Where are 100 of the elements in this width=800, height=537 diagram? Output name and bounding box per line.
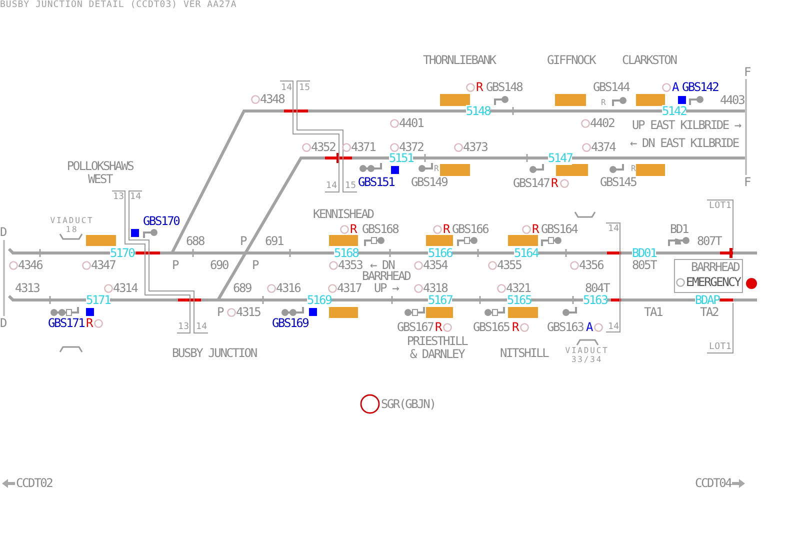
track-circuit-label: 804T <box>585 282 610 294</box>
station-name: KENNISHEAD <box>313 208 374 220</box>
status-letter: R <box>443 222 450 236</box>
signal-label: GBS148 <box>486 80 522 94</box>
track-circuit-label: 4352 <box>311 140 336 154</box>
viaduct-label: VIADUCT 18 <box>50 216 94 234</box>
boundary-letter: F <box>744 66 750 78</box>
track-circuit-label: 4401 <box>399 116 424 130</box>
track-circuit-label: 807T <box>697 234 722 248</box>
signal-label: GBS170 <box>143 214 180 228</box>
signal-label: GBS164 <box>541 222 578 236</box>
track-circuit-label: 4354 <box>423 258 448 272</box>
page-link: CCDT04 <box>695 476 746 490</box>
track-circuit-label: TA2 <box>700 306 718 318</box>
track-circuit-label: 805T <box>632 258 656 272</box>
points-label: 689 <box>233 282 252 294</box>
berth-label: 5147 <box>548 152 572 164</box>
track-circuit-label: TA1 <box>644 306 662 318</box>
track-circuit-label: 4317 <box>337 282 362 294</box>
berth-label: 5165 <box>507 294 532 306</box>
station-name: PRIESTHILL & DARNLEY <box>406 335 468 361</box>
track-circuit-label: 4402 <box>590 116 614 130</box>
track-circuit-label: 4346 <box>18 258 42 272</box>
track-circuit-label: 4316 <box>276 282 300 294</box>
status-letter: A <box>672 80 678 94</box>
points-label: P <box>217 306 224 318</box>
boundary-number: 14 <box>281 83 292 93</box>
status-letter: R <box>476 80 482 94</box>
track-circuit-label: 4371 <box>351 140 376 154</box>
points-label: P <box>252 258 258 272</box>
boundary-number: 14 <box>608 322 620 332</box>
berth-label: 5166 <box>428 246 452 260</box>
status-letter: R <box>86 316 92 330</box>
signal-label: GBS165 <box>473 320 510 334</box>
points-label: P <box>172 258 178 272</box>
berth-label: 5170 <box>110 246 134 260</box>
berth-label: 5164 <box>514 246 538 260</box>
diagram-title: BUSBY JUNCTION DETAIL (CCDT03) VER AA27A <box>0 0 237 10</box>
boundary-number: 15 <box>345 181 356 191</box>
track-circuit-label: 4353 <box>338 258 362 272</box>
berth-label: 5163 <box>583 294 608 306</box>
boundary-letter: F <box>744 176 750 188</box>
status-letter: A <box>586 320 592 334</box>
station-name: BUSBY JUNCTION <box>172 346 256 360</box>
signal-label: SGR(GBJN) <box>381 398 436 410</box>
status-letter: R <box>551 176 558 190</box>
track-circuit-label: 4313 <box>15 282 40 294</box>
boundary-number: 13 <box>178 322 190 332</box>
signal-label: GBS169 <box>272 316 308 330</box>
status-letter: R <box>532 222 538 236</box>
status-letter: R <box>434 164 439 172</box>
berth-label: BDAP <box>695 294 720 306</box>
berth-label: 5168 <box>334 246 358 260</box>
berth-label: 5148 <box>466 104 490 118</box>
berth-label: 5171 <box>86 294 110 306</box>
track-circuit-label: 4374 <box>591 140 616 154</box>
signal-label: GBS151 <box>358 176 394 188</box>
berth-label: BD01 <box>632 246 656 260</box>
status-letter: R <box>435 320 442 334</box>
boundary-number: 14 <box>326 181 338 191</box>
boundary-letter: D <box>0 316 6 330</box>
boundary-number: LOT1 <box>709 342 732 352</box>
status-letter: R <box>350 222 356 236</box>
status-letter: R <box>512 320 518 334</box>
signal-label: GBS167 <box>397 320 434 334</box>
station-name: NITSHILL <box>500 346 548 360</box>
indicator-panel <box>674 259 743 293</box>
track-circuit-label: 4347 <box>91 258 116 272</box>
track-circuit-label: 4348 <box>260 92 284 106</box>
status-letter: R <box>631 164 636 172</box>
track-circuit-label: 4314 <box>113 282 138 294</box>
berth-label: 5142 <box>662 104 686 118</box>
boundary-number: 14 <box>608 224 620 234</box>
station-name: GIFFNOCK <box>547 54 596 66</box>
track-circuit-label: 4373 <box>463 140 488 154</box>
points-label: 691 <box>265 234 284 248</box>
direction-label: ← DN EAST KILBRIDE <box>630 136 738 150</box>
track-circuit-label: 4318 <box>423 282 448 294</box>
points-label: 688 <box>186 234 204 248</box>
signal-label: BD1 <box>670 222 688 236</box>
points-label: P <box>240 234 246 248</box>
direction-label: BARRHEAD <box>362 270 410 282</box>
signal-label: GBS142 <box>682 80 718 94</box>
track-circuit-label: 4372 <box>399 140 424 154</box>
berth-label: 5151 <box>389 152 414 164</box>
signal-label: GBS149 <box>411 176 448 188</box>
station-name: THORNLIEBANK <box>423 54 496 66</box>
boundary-letter: D <box>0 226 6 238</box>
berth-label: 5167 <box>428 294 452 306</box>
panel-title: BARRHEAD <box>691 261 740 274</box>
boundary-number: 15 <box>299 83 310 93</box>
boundary-number: 14 <box>130 192 142 202</box>
signal-label: GBS171 <box>48 316 84 330</box>
boundary-number: 14 <box>196 322 208 332</box>
boundary-number: LOT1 <box>709 201 732 211</box>
signal-label: GBS147 <box>513 176 550 190</box>
berth-label: 5169 <box>307 294 332 306</box>
track-circuit-label: 4355 <box>497 258 522 272</box>
direction-label: ← DN <box>370 258 394 272</box>
status-letter: R <box>601 98 606 106</box>
